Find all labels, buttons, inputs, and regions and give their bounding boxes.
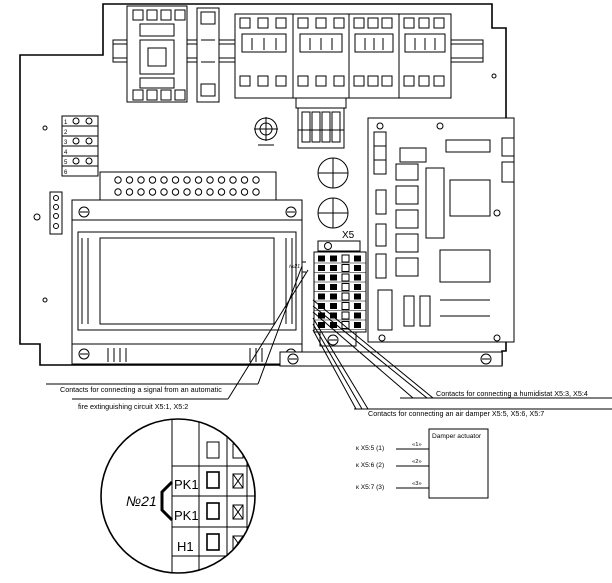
transformer-terminal — [171, 176, 180, 184]
x5-terminal-part — [330, 255, 337, 262]
transformer-terminal — [137, 176, 145, 184]
x5-terminal-part — [318, 312, 325, 319]
x5-terminal-part — [341, 254, 350, 263]
x5-terminal-part — [318, 255, 325, 262]
x5-terminal-part — [354, 312, 361, 319]
transformer-terminal — [229, 188, 237, 196]
transformer-terminal — [160, 188, 168, 196]
x5-terminal-part — [330, 274, 337, 281]
x5-terminal-part — [318, 322, 325, 328]
x5-terminal-part — [341, 273, 350, 282]
transformer-terminal — [229, 176, 237, 184]
transformer-terminal — [240, 188, 249, 196]
zoom-no21-label: №21 — [126, 493, 157, 509]
x5-terminal-part — [341, 264, 350, 272]
x5-terminal-part — [354, 293, 361, 300]
transformer-terminal — [252, 188, 260, 196]
x5-terminal-part — [341, 321, 350, 329]
damper-wire-2: «2» — [412, 459, 422, 465]
transformer-terminal — [125, 188, 134, 196]
transformer-terminal — [194, 176, 203, 184]
zoom-row-label-3: H1 — [177, 539, 194, 554]
left-block-label-4: 4 — [64, 150, 68, 156]
transformer-terminal — [217, 176, 226, 184]
zoom-row-label-1: PK1 — [174, 477, 199, 492]
callout-fire-line1: Contacts for connecting a signal from an… — [60, 385, 222, 394]
transformer-terminal — [148, 188, 157, 196]
x5-terminal-part — [354, 255, 361, 262]
callout-damper: Contacts for connecting an air damper X5… — [368, 409, 544, 418]
damper-actuator-title: Damper actuator — [432, 433, 482, 440]
relay-block — [295, 97, 347, 149]
damper-wire-1: «1» — [412, 442, 422, 448]
x5-terminal-part — [330, 322, 337, 328]
x5-terminal-part — [318, 284, 325, 290]
transformer-terminal — [194, 188, 203, 196]
x5-terminal-part — [341, 283, 350, 291]
x5-terminal-part — [318, 265, 325, 271]
transformer-terminal — [148, 176, 157, 184]
x5-terminal-part — [354, 274, 361, 281]
left-block-label-1: 1 — [64, 120, 68, 126]
x5-terminal-part — [330, 312, 337, 319]
transformer — [71, 171, 303, 365]
ground-symbol — [254, 117, 278, 146]
damper-terminal-2: к X5:6 (2) — [356, 462, 384, 469]
screw-left — [33, 213, 41, 221]
x5-label: X5 — [342, 230, 355, 241]
transformer-terminal — [206, 188, 214, 196]
left-connector-strip — [49, 191, 63, 235]
fuse-holders — [317, 157, 349, 229]
x5-terminal-part — [341, 311, 350, 320]
transformer-terminal — [160, 176, 168, 184]
left-block-label-5: 5 — [64, 160, 68, 166]
x5-terminal-part — [330, 265, 337, 271]
left-block-label-3: 3 — [64, 140, 68, 146]
callout-humidistat: Contacts for connecting a humidistat X5:… — [436, 389, 588, 398]
x5-terminal-part — [341, 292, 350, 301]
x5-terminal-part — [354, 284, 361, 290]
main-contactor — [126, 5, 188, 103]
damper-actuator-box — [428, 428, 489, 499]
control-board — [367, 117, 515, 343]
damper-terminal-1: к X5:5 (1) — [356, 445, 384, 452]
transformer-terminal — [240, 176, 249, 184]
x5-terminal-part — [318, 303, 325, 309]
transformer-terminal — [183, 188, 191, 196]
transformer-terminal — [217, 188, 226, 196]
x5-terminal-part — [341, 302, 350, 310]
x5-terminal-part — [318, 293, 325, 300]
jumper-wire — [160, 480, 174, 522]
callout-leaders — [46, 265, 612, 410]
x5-terminal-part — [354, 265, 361, 271]
damper-wire-3: «3» — [412, 481, 422, 487]
callout-fire-line2: fire extinguishing circuit X5:1, X5:2 — [78, 402, 188, 411]
transformer-terminal — [206, 176, 214, 184]
transformer-terminal — [183, 176, 191, 184]
x5-terminal-part — [318, 274, 325, 281]
transformer-terminal — [137, 188, 145, 196]
transformer-terminal — [252, 176, 260, 184]
left-block-label-6: 6 — [64, 170, 68, 176]
transformer-terminal — [114, 176, 122, 184]
x5-terminal-part — [330, 284, 337, 290]
damper-actuator-diagram: Damper actuator к X5:5 (1) «1» к X5:6 (2… — [356, 428, 489, 499]
x5-terminal-part — [330, 293, 337, 300]
rail-end-stop — [196, 7, 220, 103]
zoom-detail: PK1 PK1 H1 №21 — [100, 418, 256, 574]
x5-terminal-part — [330, 303, 337, 309]
damper-terminal-3: к X5:7 (3) — [356, 484, 384, 491]
left-terminal-block: 1 2 3 4 5 6 — [61, 115, 99, 177]
left-block-label-2: 2 — [64, 130, 68, 136]
zoom-row-label-2: PK1 — [174, 508, 199, 523]
transformer-terminal — [171, 188, 180, 196]
x5-terminal-part — [354, 303, 361, 309]
x5-terminal-part — [354, 322, 361, 328]
x5-terminal-block: X5 №21 — [289, 230, 367, 347]
circuit-breakers — [234, 13, 452, 99]
no21-small-label: №21 — [289, 264, 300, 270]
transformer-terminal — [114, 188, 122, 196]
transformer-terminal — [125, 176, 134, 184]
